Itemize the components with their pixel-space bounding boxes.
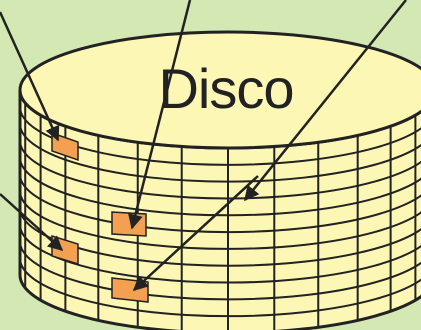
pointer-arrows <box>0 0 407 292</box>
disk-top <box>18 30 421 150</box>
arrow-3 <box>244 0 407 202</box>
disk-block-2 <box>111 211 147 237</box>
arrow-2 <box>128 0 192 230</box>
arrow-5 <box>132 175 259 292</box>
arrow-4 <box>0 193 64 252</box>
arrow-1 <box>0 11 60 142</box>
sector-grid <box>20 102 421 330</box>
disk-label: Disco <box>158 57 293 120</box>
